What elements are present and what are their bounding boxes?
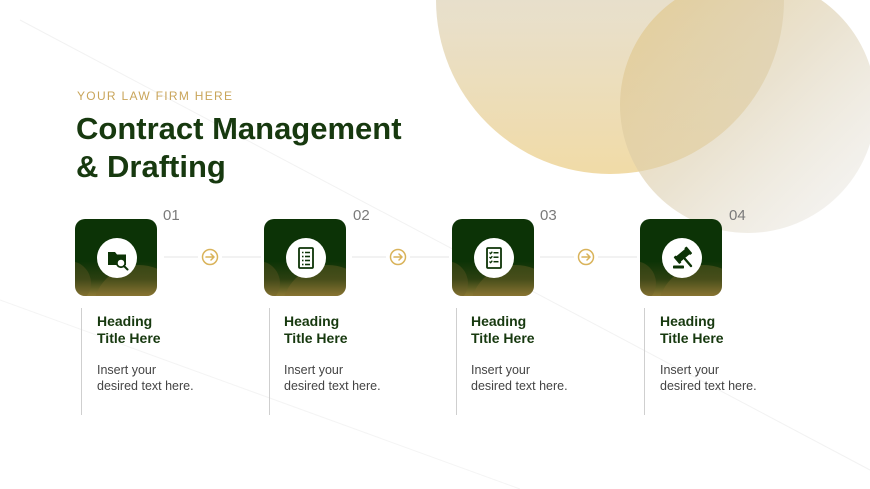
checklist-document-icon	[474, 238, 514, 278]
step-text-4: Insert your desired text here.	[660, 363, 757, 393]
step-divider-1	[81, 308, 82, 415]
arrow-right-icon	[577, 248, 595, 266]
step-divider-3	[456, 308, 457, 415]
folder-search-icon	[97, 238, 137, 278]
step-tile-4	[640, 219, 722, 296]
step-divider-4	[644, 308, 645, 415]
step-tile-1	[75, 219, 157, 296]
arrow-right-icon	[201, 248, 219, 266]
arrow-right-icon	[389, 248, 407, 266]
connector-3-4	[540, 248, 637, 266]
step-number-3: 03	[540, 207, 557, 224]
step-text-2: Insert your desired text here.	[284, 363, 381, 393]
page-title: Contract Management & Drafting	[76, 110, 402, 186]
step-divider-2	[269, 308, 270, 415]
step-text-1: Insert your desired text here.	[97, 363, 194, 393]
page-title-line-2: & Drafting	[76, 149, 226, 184]
step-tile-2	[264, 219, 346, 296]
step-heading-3: Heading Title Here	[471, 313, 535, 346]
step-heading-1: Heading Title Here	[97, 313, 161, 346]
step-number-1: 01	[163, 207, 180, 224]
document-list-icon	[286, 238, 326, 278]
decorative-circle-small	[620, 0, 870, 233]
gavel-icon	[662, 238, 702, 278]
step-number-2: 02	[353, 207, 370, 224]
firm-name-label: YOUR LAW FIRM HERE	[77, 89, 234, 103]
page-title-line-1: Contract Management	[76, 111, 402, 146]
connector-2-3	[352, 248, 449, 266]
step-number-4: 04	[729, 207, 746, 224]
step-tile-3	[452, 219, 534, 296]
step-text-3: Insert your desired text here.	[471, 363, 568, 393]
step-heading-2: Heading Title Here	[284, 313, 348, 346]
connector-1-2	[164, 248, 261, 266]
step-heading-4: Heading Title Here	[660, 313, 724, 346]
